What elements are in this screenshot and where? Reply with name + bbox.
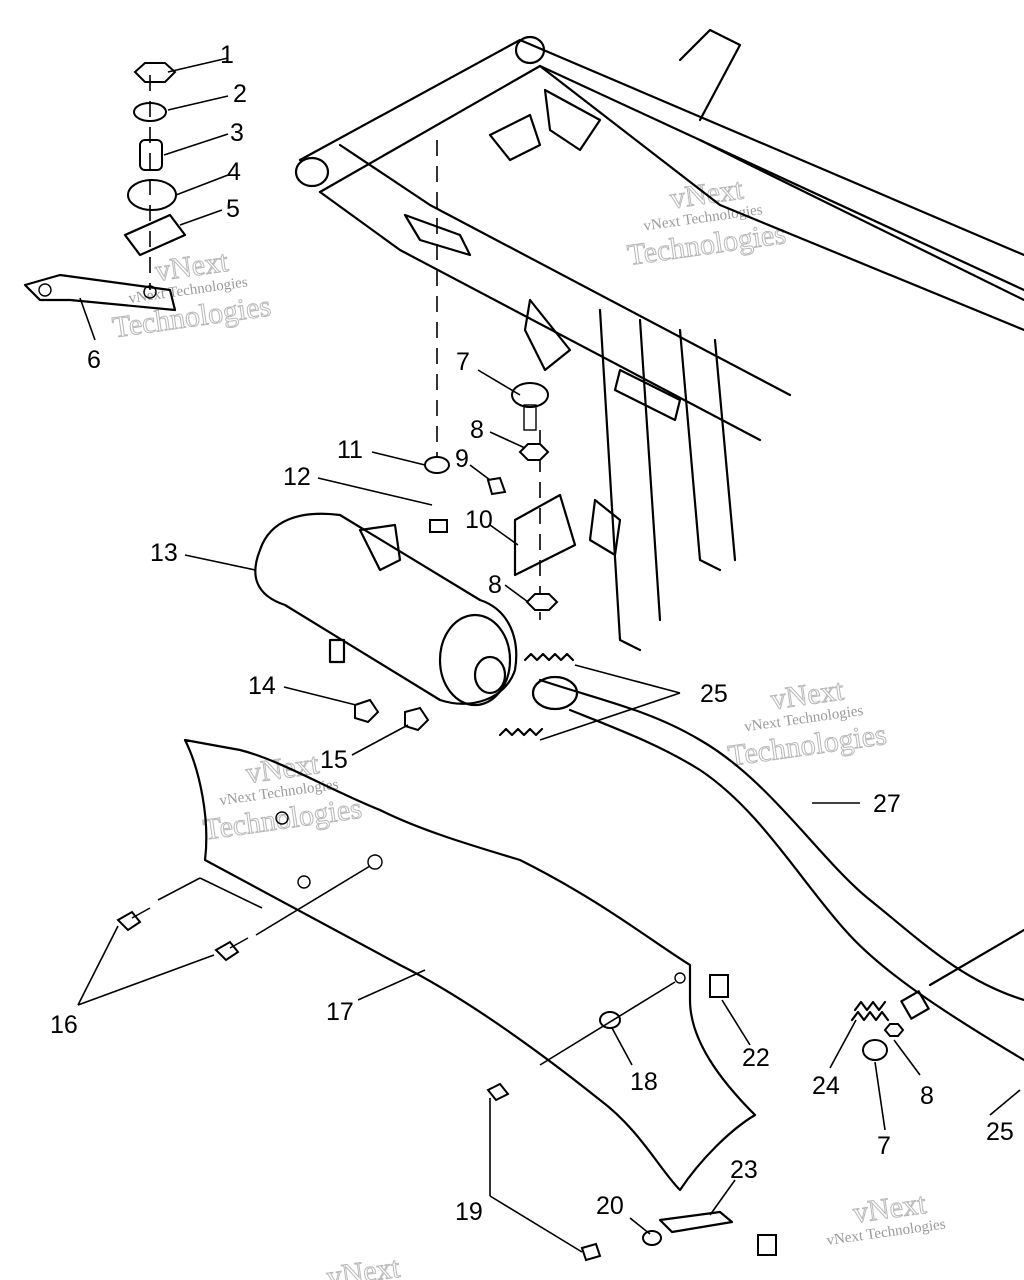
part-4-grommet <box>127 179 177 211</box>
springs <box>498 652 890 1022</box>
callout-19: 19 <box>455 1198 483 1226</box>
leader-lines <box>77 57 1021 1253</box>
part-7-bumper-lower <box>862 1039 888 1061</box>
watermark-vnext: vNext <box>325 1251 403 1280</box>
callout-12: 12 <box>283 463 311 491</box>
part-8-nut-lower <box>525 593 559 611</box>
part-14-bolt <box>354 698 380 724</box>
callout-22: 22 <box>742 1044 770 1072</box>
callout-14: 14 <box>248 672 276 700</box>
part-7-bumper <box>511 382 549 408</box>
part-21-clip <box>757 1234 777 1256</box>
callout-18: 18 <box>630 1068 658 1096</box>
part-20-washer <box>642 1230 662 1246</box>
watermark-group: vNext vNext Technologies Technologies vN… <box>110 172 947 1280</box>
callout-20: 20 <box>596 1192 624 1220</box>
callout-2: 2 <box>233 80 247 108</box>
part-3-spacer <box>139 139 163 171</box>
vehicle-frame <box>294 28 1024 652</box>
part-24-spring <box>853 1000 887 1012</box>
frame-hardware <box>424 382 577 611</box>
part-22-clip <box>709 974 729 998</box>
part-9-screw <box>486 476 507 496</box>
callout-10: 10 <box>465 506 493 534</box>
callout-25-lower: 25 <box>986 1118 1014 1146</box>
callout-6: 6 <box>87 346 101 374</box>
part-8-nut <box>518 443 550 461</box>
callout-5: 5 <box>226 195 240 223</box>
lower-hardware <box>116 907 930 1262</box>
part-15-bolt <box>404 706 430 732</box>
part-12-bolt <box>429 519 448 533</box>
part-6-bracket <box>23 273 177 312</box>
callout-24: 24 <box>812 1072 840 1100</box>
callout-9: 9 <box>455 445 469 473</box>
callout-17: 17 <box>326 998 354 1026</box>
callout-27: 27 <box>873 790 901 818</box>
part-10-bracket <box>513 493 577 577</box>
callout-7-lower: 7 <box>877 1132 891 1160</box>
callout-8-lower: 8 <box>920 1082 934 1110</box>
part-5-bracket <box>123 213 187 257</box>
callout-4: 4 <box>227 158 241 186</box>
callout-13: 13 <box>150 539 178 567</box>
part-19-screw <box>486 1082 510 1102</box>
callout-labels: 1 2 3 4 5 6 7 8 9 10 11 12 13 8 14 15 25… <box>50 41 1014 1226</box>
part-11-washer <box>424 456 450 474</box>
callout-15: 15 <box>320 746 348 774</box>
callout-11: 11 <box>337 436 363 464</box>
callout-8-middle: 8 <box>488 571 502 599</box>
callout-1: 1 <box>220 41 234 69</box>
part-8-nut-lower-right <box>883 1023 905 1037</box>
part-20-screw <box>580 1242 602 1262</box>
heat-shield <box>183 738 757 1192</box>
callout-16: 16 <box>50 1011 78 1039</box>
callout-3: 3 <box>230 119 244 147</box>
callout-8-upper: 8 <box>470 416 484 444</box>
muffler <box>254 512 518 732</box>
callout-7-upper: 7 <box>456 348 470 376</box>
part-18-washer <box>599 1011 621 1029</box>
part-23-bracket <box>658 1210 734 1234</box>
part-1-nut <box>133 62 177 83</box>
callout-23: 23 <box>730 1156 758 1184</box>
callout-25-upper: 25 <box>700 680 728 708</box>
